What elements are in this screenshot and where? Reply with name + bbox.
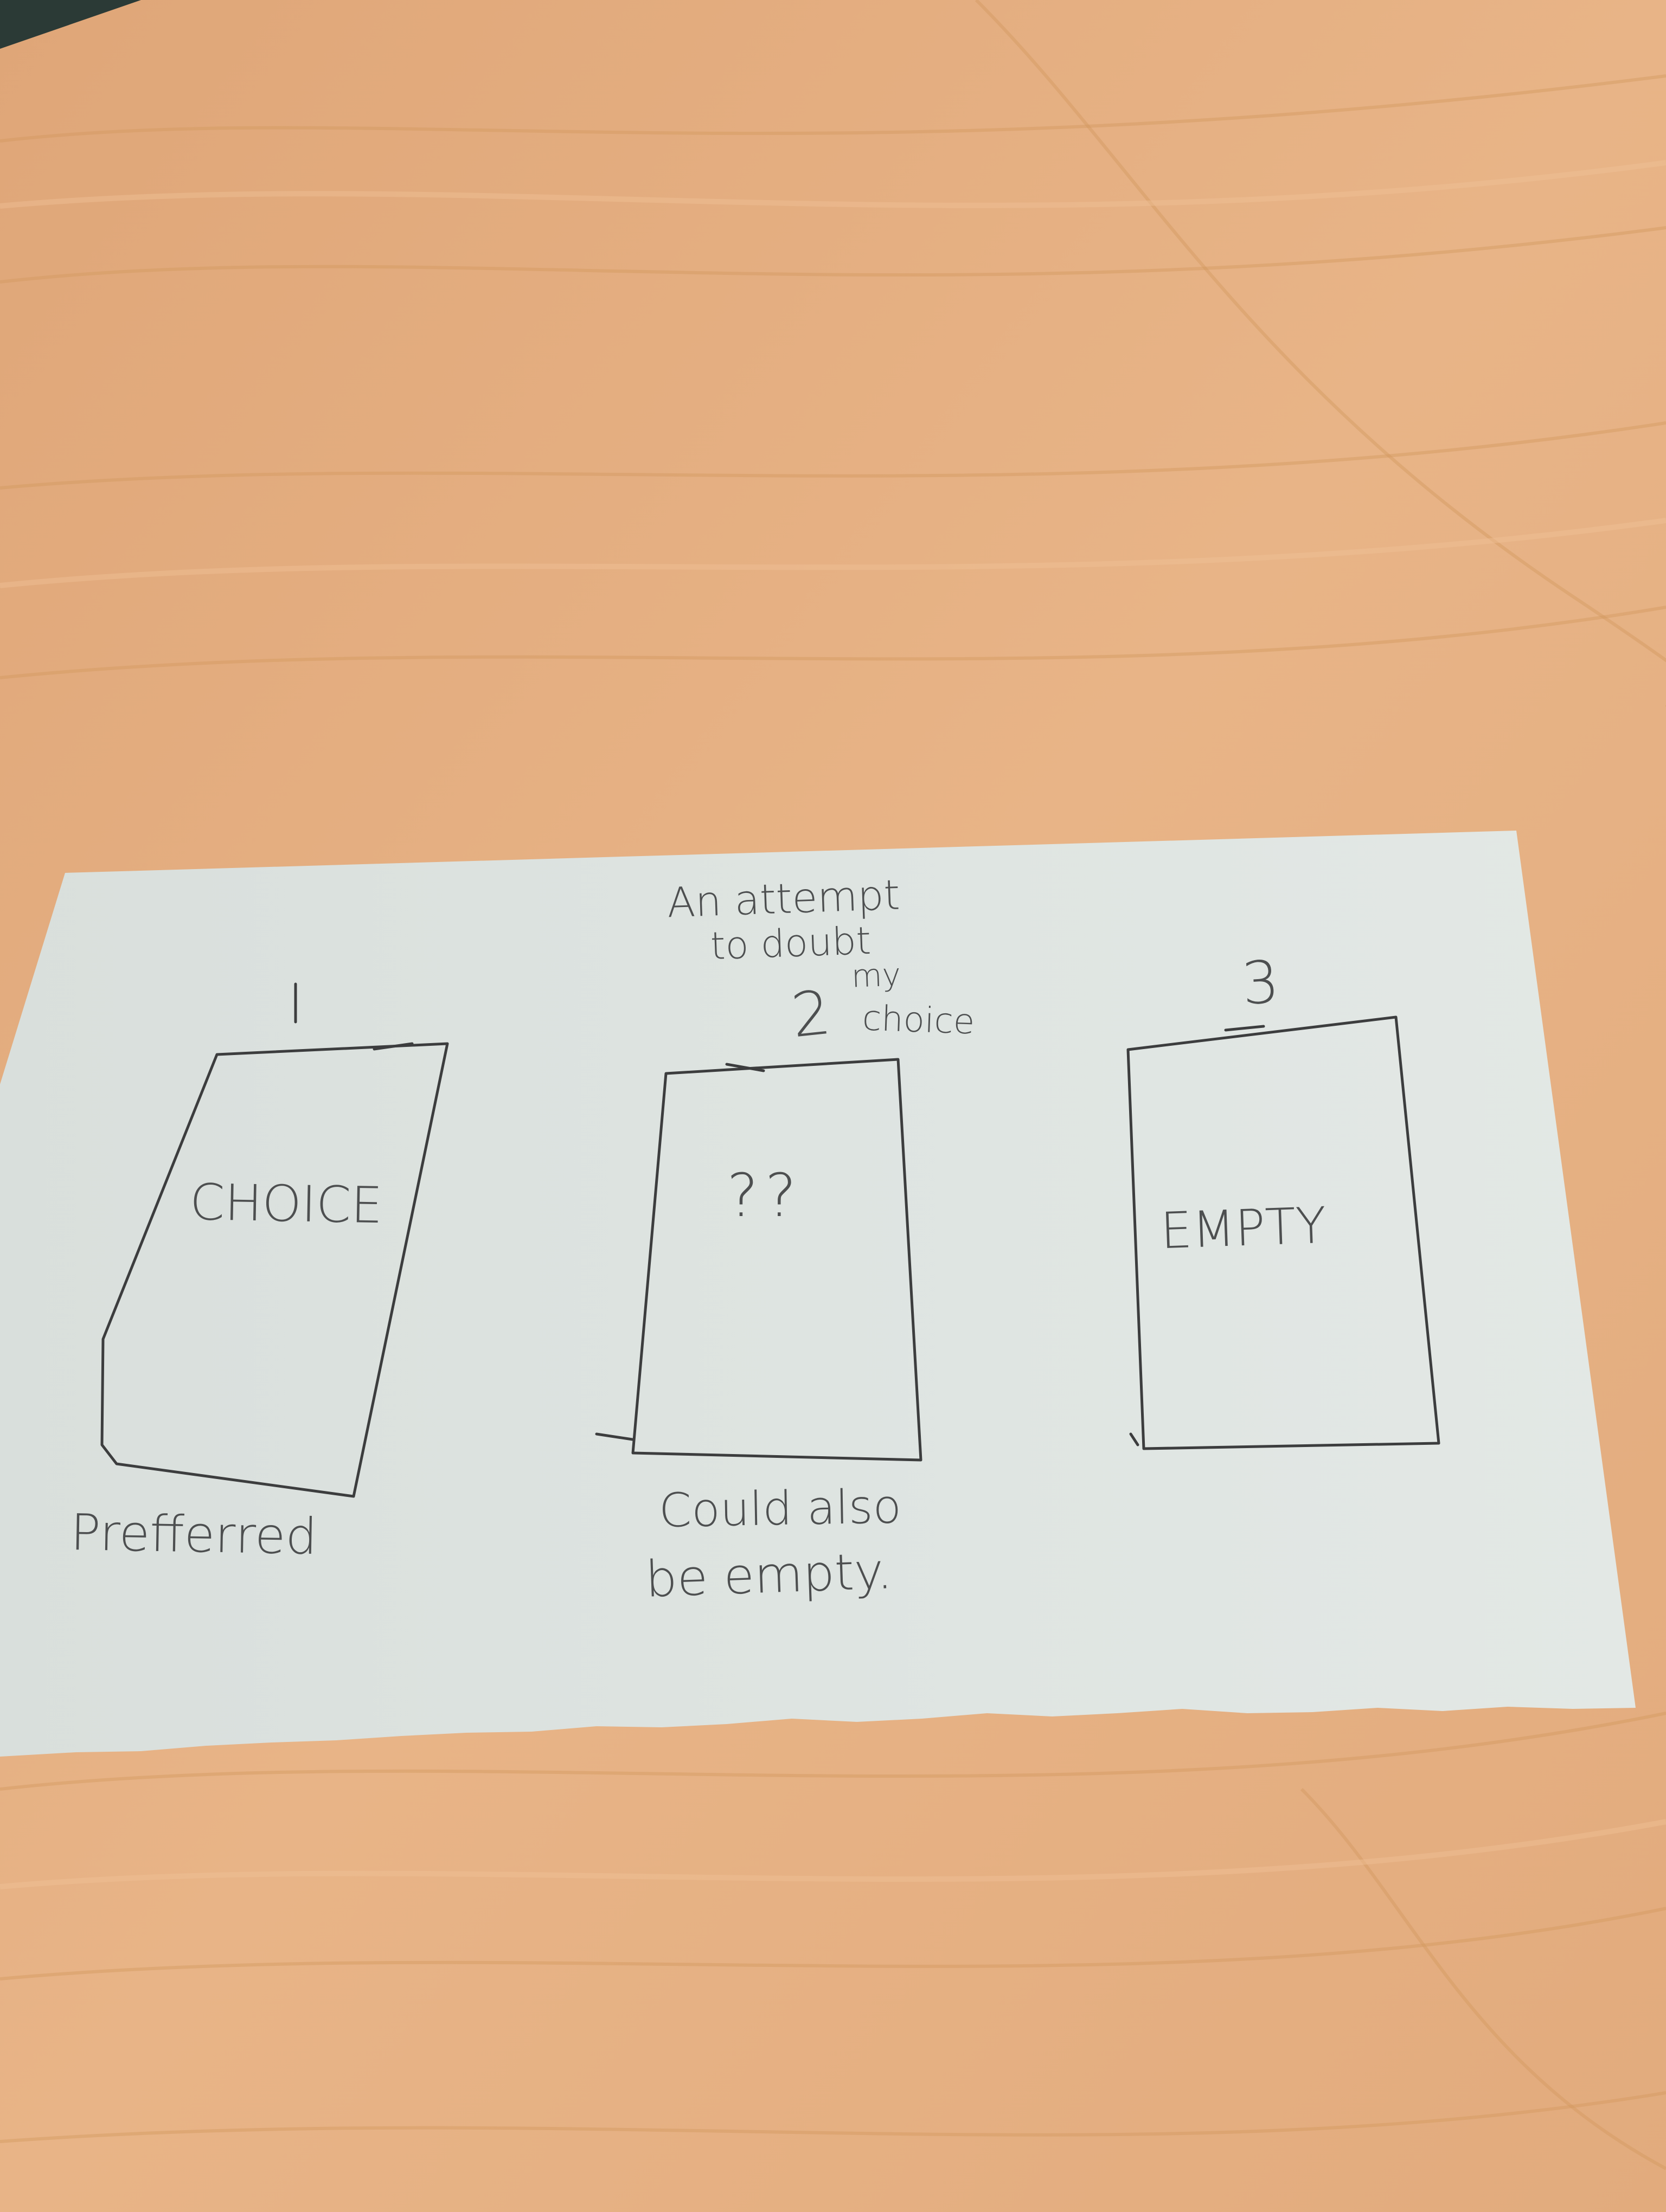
dark-object-corner <box>0 0 141 49</box>
door-3-inside-label: EMPTY <box>1159 1196 1328 1261</box>
door-2-bottom-extension <box>595 1432 634 1441</box>
door-1-inside-label: CHOICE <box>189 1173 383 1235</box>
paper-card <box>0 831 1636 1757</box>
door-1-outline <box>100 1042 449 1498</box>
door-3-bottom-left-tick <box>1129 1432 1139 1446</box>
door-3-outline <box>1126 1015 1440 1450</box>
door-2-number: 2 <box>788 977 834 1052</box>
door-2-inside-label: ?? <box>727 1161 803 1230</box>
door-2-caption-line-2: be empty. <box>644 1542 894 1609</box>
wood-grain-light <box>0 160 1666 1889</box>
door-1-corner-mark <box>373 1042 414 1051</box>
door-1-caption: Prefferred <box>70 1503 318 1566</box>
door-3-tick <box>1224 1025 1265 1032</box>
door-2-note-line-1: An attempt <box>666 870 901 927</box>
door-2-caption-line-1: Could also <box>658 1480 902 1538</box>
door-2-note-line-2: to doubt <box>709 918 872 969</box>
door-2-note-line-4: choice <box>861 998 976 1043</box>
door-2-note-line-3: my <box>850 956 901 995</box>
door-2-top-mark <box>725 1063 765 1072</box>
door-3-number: 3 <box>1239 948 1281 1019</box>
door-2-outline <box>631 1058 922 1462</box>
ink-drawings <box>100 982 1440 1498</box>
